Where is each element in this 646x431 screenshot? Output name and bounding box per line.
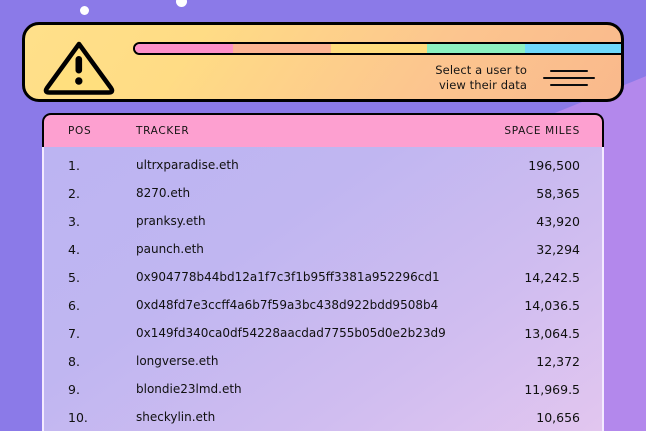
table-row[interactable]: 1. ultrxparadise.eth 196,500 [44,151,602,179]
background-dot [176,0,187,7]
cell-pos: 7. [68,325,80,341]
progress-bar[interactable] [133,42,621,55]
hamburger-line-bottom [550,84,588,86]
select-user-label-line1: Select a user to [435,63,527,77]
table-row[interactable]: 2. 8270.eth 58,365 [44,179,602,207]
cell-space-miles: 196,500 [528,157,580,173]
cell-space-miles: 32,294 [536,241,580,257]
table-body: 1. ultrxparadise.eth 196,500 2. 8270.eth 58,3… [42,147,604,431]
table-header-row: POS TRACKER SPACE MILES [42,113,604,147]
cell-pos: 2. [68,185,80,201]
cell-tracker: 8270.eth [136,186,191,200]
cell-space-miles: 10,656 [536,409,580,425]
notice-banner: Select a user to view their data [22,22,624,102]
progress-segment-mint [426,44,525,53]
cell-tracker: ultrxparadise.eth [136,158,239,172]
table-row[interactable]: 5. 0x904778b44bd12a1f7c3f1b95ff3381a95229… [44,263,602,291]
cell-space-miles: 43,920 [536,213,580,229]
cell-tracker: 0xd48fd7e3ccff4a6b7f59a3bc438d922bdd9508… [136,298,439,312]
cell-tracker: 0x149fd340ca0df54228aacdad7755b05d0e2b23… [136,326,446,340]
cell-tracker: pranksy.eth [136,214,206,228]
hamburger-line-top [550,70,588,72]
cell-pos: 4. [68,241,80,257]
cell-tracker: paunch.eth [136,242,204,256]
select-user-label: Select a user to view their data [435,63,527,93]
cell-pos: 9. [68,381,80,397]
cell-space-miles: 14,242.5 [524,269,580,285]
column-header-miles: SPACE MILES [504,125,580,137]
cell-space-miles: 13,064.5 [524,325,580,341]
table-row[interactable]: 4. paunch.eth 32,294 [44,235,602,263]
select-user-control[interactable]: Select a user to view their data [435,63,595,93]
cell-pos: 8. [68,353,80,369]
cell-pos: 3. [68,213,80,229]
cell-pos: 1. [68,157,80,173]
table-row[interactable]: 3. pranksy.eth 43,920 [44,207,602,235]
table-row[interactable]: 7. 0x149fd340ca0df54228aacdad7755b05d0e2b… [44,319,602,347]
cell-space-miles: 12,372 [536,353,580,369]
cell-pos: 10. [68,409,88,425]
hamburger-line-middle [543,77,595,79]
cell-tracker: sheckylin.eth [136,410,216,424]
cell-pos: 5. [68,269,80,285]
table-row[interactable]: 9. blondie23lmd.eth 11,969.5 [44,375,602,403]
hamburger-menu-icon[interactable] [543,65,595,91]
warning-triangle-icon [41,39,117,95]
leaderboard-table: POS TRACKER SPACE MILES 1. ultrxparadise.… [42,113,604,431]
table-row[interactable]: 6. 0xd48fd7e3ccff4a6b7f59a3bc438d922bdd95… [44,291,602,319]
cell-space-miles: 14,036.5 [524,297,580,313]
progress-segment-yellow [331,44,427,53]
column-header-pos: POS [68,125,92,137]
progress-segment-peach [233,44,331,53]
banner-content: Select a user to view their data [113,25,621,99]
progress-segment-pink [135,44,233,53]
cell-space-miles: 11,969.5 [524,381,580,397]
cell-pos: 6. [68,297,80,313]
background-dot [80,6,89,15]
table-row[interactable]: 8. longverse.eth 12,372 [44,347,602,375]
cell-tracker: blondie23lmd.eth [136,382,242,396]
cell-space-miles: 58,365 [536,185,580,201]
progress-segment-cyan [524,44,621,53]
select-user-label-line2: view their data [439,78,527,92]
column-header-tracker: TRACKER [136,125,190,137]
cell-tracker: 0x904778b44bd12a1f7c3f1b95ff3381a952296c… [136,270,440,284]
cell-tracker: longverse.eth [136,354,219,368]
table-row[interactable]: 10. sheckylin.eth 10,656 [44,403,602,431]
